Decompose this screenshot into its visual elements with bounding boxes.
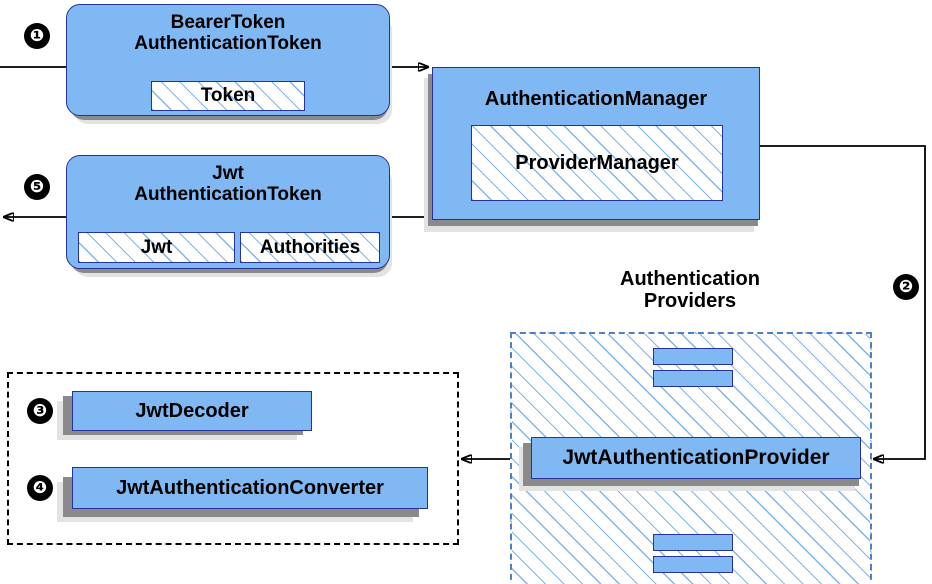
- authentication-providers-title: Authentication Providers: [620, 268, 760, 313]
- step-bullet-4: ❹: [27, 475, 53, 501]
- jwt-token-field-jwt[interactable]: Jwt: [78, 232, 235, 263]
- jwt-authentication-converter-label: JwtAuthenticationConverter: [116, 476, 384, 499]
- bearer-token-field-token[interactable]: Token: [151, 81, 305, 111]
- provider-stub-top-1: [653, 348, 733, 365]
- authentication-manager-node[interactable]: AuthenticationManager ProviderManager: [432, 67, 760, 220]
- provider-stub-bottom-1: [653, 534, 733, 551]
- jwt-token-field-authorities-label: Authorities: [259, 236, 361, 258]
- jwt-authentication-converter-node[interactable]: JwtAuthenticationConverter: [72, 467, 428, 509]
- jwt-token-title: Jwt AuthenticationToken: [134, 163, 322, 206]
- jwt-decoder-node[interactable]: JwtDecoder: [72, 391, 312, 431]
- jwt-authentication-provider-label: JwtAuthenticationProvider: [562, 446, 830, 469]
- authentication-manager-title: AuthenticationManager: [484, 88, 708, 110]
- bearer-token-field-token-label: Token: [200, 85, 256, 106]
- jwt-token-field-authorities[interactable]: Authorities: [240, 232, 380, 263]
- bearer-token-title: BearerToken AuthenticationToken: [134, 12, 322, 55]
- provider-stub-top-2: [653, 370, 733, 387]
- jwt-decoder-label: JwtDecoder: [135, 399, 249, 422]
- step-bullet-2: ❷: [893, 274, 919, 300]
- jwt-token-field-jwt-label: Jwt: [140, 236, 173, 258]
- jwt-authentication-provider-node[interactable]: JwtAuthenticationProvider: [531, 437, 861, 479]
- provider-stub-bottom-2: [653, 556, 733, 573]
- authentication-manager-field-provider-manager[interactable]: ProviderManager: [471, 125, 723, 201]
- jwt-token-node[interactable]: Jwt AuthenticationToken Jwt Authorities: [66, 155, 390, 269]
- provider-manager-label: ProviderManager: [515, 151, 679, 174]
- bearer-token-node[interactable]: BearerToken AuthenticationToken Token: [66, 4, 390, 116]
- step-bullet-5: ❺: [24, 174, 50, 200]
- step-bullet-3: ❸: [27, 398, 53, 424]
- step-bullet-1: ❶: [24, 23, 50, 49]
